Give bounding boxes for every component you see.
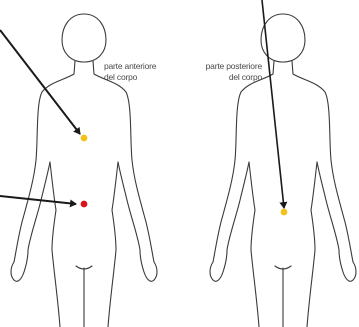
back-lower-point	[281, 209, 288, 216]
front-abdomen-point	[81, 201, 88, 208]
front-chest-point	[81, 135, 88, 142]
arrow-back-lower	[262, 0, 284, 208]
back-label-line2: del corpo	[186, 72, 262, 83]
front-label-line2: del corpo	[104, 72, 156, 83]
back-body-label: parte posteriore del corpo	[186, 61, 262, 83]
front-body-label: parte anteriore del corpo	[104, 61, 156, 83]
front-label-line1: parte anteriore	[104, 61, 156, 72]
arrow-front-abdomen	[0, 196, 76, 204]
arrow-front-chest	[0, 30, 80, 134]
back-label-line1: parte posteriore	[186, 61, 262, 72]
